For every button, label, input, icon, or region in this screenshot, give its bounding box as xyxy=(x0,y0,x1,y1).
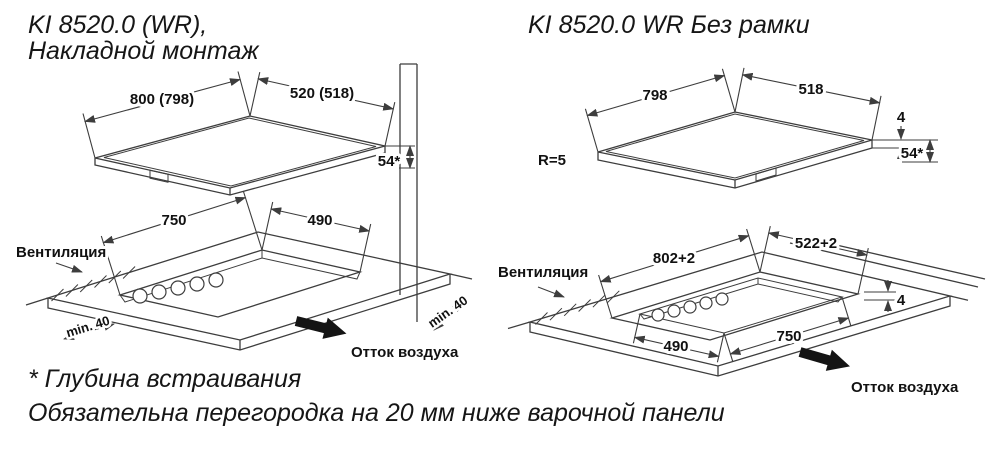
dim-label-depth: 520 (518) xyxy=(290,85,354,102)
left-title-line1: KI 8520.0 (WR), xyxy=(28,11,207,39)
right-title: KI 8520.0 WR Без рамки xyxy=(528,11,810,39)
left-counter xyxy=(25,231,473,351)
vent-hole xyxy=(699,296,713,310)
right-dim-cutout-depth: 522+2 xyxy=(759,225,869,295)
vent-hole xyxy=(208,272,224,288)
dimension-line xyxy=(741,72,881,105)
right-dim-width: 798 xyxy=(584,68,736,153)
footnote-install-depth: * Глубина встраивания xyxy=(28,365,301,393)
left-dim-cutout-depth: 490 xyxy=(261,201,372,273)
extension-lines xyxy=(598,228,761,319)
air-outflow-label: Отток воздуха xyxy=(351,344,459,361)
vent-hole xyxy=(189,276,205,292)
cooktop-control-tab xyxy=(755,167,777,182)
ventilation-label: Вентиляция xyxy=(498,264,588,281)
dim-label-glass-thickness: 4 xyxy=(897,109,906,126)
right-dim-depth: 518 xyxy=(734,67,882,141)
vent-hole xyxy=(151,284,167,300)
right-dim-step: 4 xyxy=(864,280,909,312)
dim-label-depth: 518 xyxy=(798,81,823,98)
vent-hole xyxy=(132,288,148,304)
cooktop-glass-inner-edge xyxy=(103,117,377,187)
dimension-line xyxy=(767,231,868,257)
dim-label-cutout-depth: 522+2 xyxy=(795,235,837,252)
right-counter xyxy=(507,235,986,377)
dim-label-step: 4 xyxy=(897,292,906,309)
clearance-label-right: min. 40 xyxy=(425,293,470,331)
dim-label-install-depth: 54* xyxy=(901,145,924,162)
vent-hole xyxy=(667,304,681,318)
counter-front-faces xyxy=(507,295,969,377)
dim-label-inner-depth: 490 xyxy=(663,338,688,355)
right-dim-install-depth: 54* xyxy=(898,139,938,165)
counter-inner-cutout xyxy=(638,277,844,334)
extension-lines xyxy=(100,190,263,296)
dim-label-cutout-width: 802+2 xyxy=(653,250,695,267)
vent-hole xyxy=(715,292,729,306)
right-dim-cutout-width: 802+2 xyxy=(598,228,761,319)
counter-cutout xyxy=(117,249,363,318)
air-outflow-label: Отток воздуха xyxy=(851,379,959,396)
dim-label-inner-width: 750 xyxy=(776,328,801,345)
ventilation-holes xyxy=(132,272,224,304)
dimension-line xyxy=(586,74,726,117)
wall-section-hatching xyxy=(51,266,136,302)
left-cooktop xyxy=(94,115,386,196)
left-diagram: 800 (798) 520 (518) 54* xyxy=(13,63,473,364)
dimension-line xyxy=(599,234,750,283)
left-clearance-right: min. 40 xyxy=(423,290,473,333)
left-dim-install-depth: 54* xyxy=(375,145,415,173)
vent-hole xyxy=(683,300,697,314)
dim-label-install-depth: 54* xyxy=(378,153,401,170)
air-outflow-arrow xyxy=(796,341,854,377)
extension-lines xyxy=(864,291,896,301)
dimension-line xyxy=(84,78,241,123)
dimension-line xyxy=(633,335,720,359)
dim-label-width: 798 xyxy=(642,87,667,104)
right-dim-inner-depth: 490 xyxy=(632,313,725,363)
dimension-line xyxy=(257,77,395,111)
cooktop-top-face xyxy=(597,111,873,181)
counter-front-faces xyxy=(25,273,473,351)
corner-radius-label: R=5 xyxy=(538,152,566,169)
dimension-line xyxy=(729,317,850,355)
vent-hole xyxy=(651,308,665,322)
clearance-dim-line xyxy=(433,301,463,331)
footnote-partition: Обязательна перегородка на 20 мм ниже ва… xyxy=(28,399,725,427)
dim-label-cutout-depth: 490 xyxy=(307,212,332,229)
left-dim-cutout-width: 750 xyxy=(100,190,263,296)
dimension-line xyxy=(102,196,247,244)
right-dim-inner-width: 750 xyxy=(723,296,852,362)
ventilation-holes xyxy=(651,292,729,322)
ventilation-arrow xyxy=(537,286,565,298)
left-dim-depth: 520 (518) xyxy=(249,71,396,147)
dim-label-cutout-width: 750 xyxy=(161,212,186,229)
right-diagram: 798 518 4 54* R=5 xyxy=(495,67,986,399)
cutout-inner-walls xyxy=(119,250,361,303)
inner-cutout-walls xyxy=(639,278,843,320)
wall-section-hatching xyxy=(535,290,620,325)
ventilation-arrow xyxy=(55,262,83,273)
right-cooktop xyxy=(597,111,873,189)
air-outflow-arrow xyxy=(293,310,350,345)
ventilation-label: Вентиляция xyxy=(16,244,106,261)
cooktop-side-faces xyxy=(94,146,386,196)
cooktop-glass-inner-edge xyxy=(605,113,865,179)
dimension-line xyxy=(270,207,371,233)
cooktop-top-face xyxy=(94,115,386,189)
counter-top-face xyxy=(527,251,953,367)
left-title-line2: Накладной монтаж xyxy=(28,37,260,65)
extension-lines xyxy=(584,68,736,153)
cooktop-side-faces xyxy=(597,140,873,189)
left-dim-width: 800 (798) xyxy=(82,71,251,159)
vent-hole xyxy=(170,280,186,296)
clearance-dim-line xyxy=(63,323,115,340)
dim-label-width: 800 (798) xyxy=(130,91,194,108)
wall-lines xyxy=(399,63,418,322)
cooktop-control-tab xyxy=(149,169,169,183)
